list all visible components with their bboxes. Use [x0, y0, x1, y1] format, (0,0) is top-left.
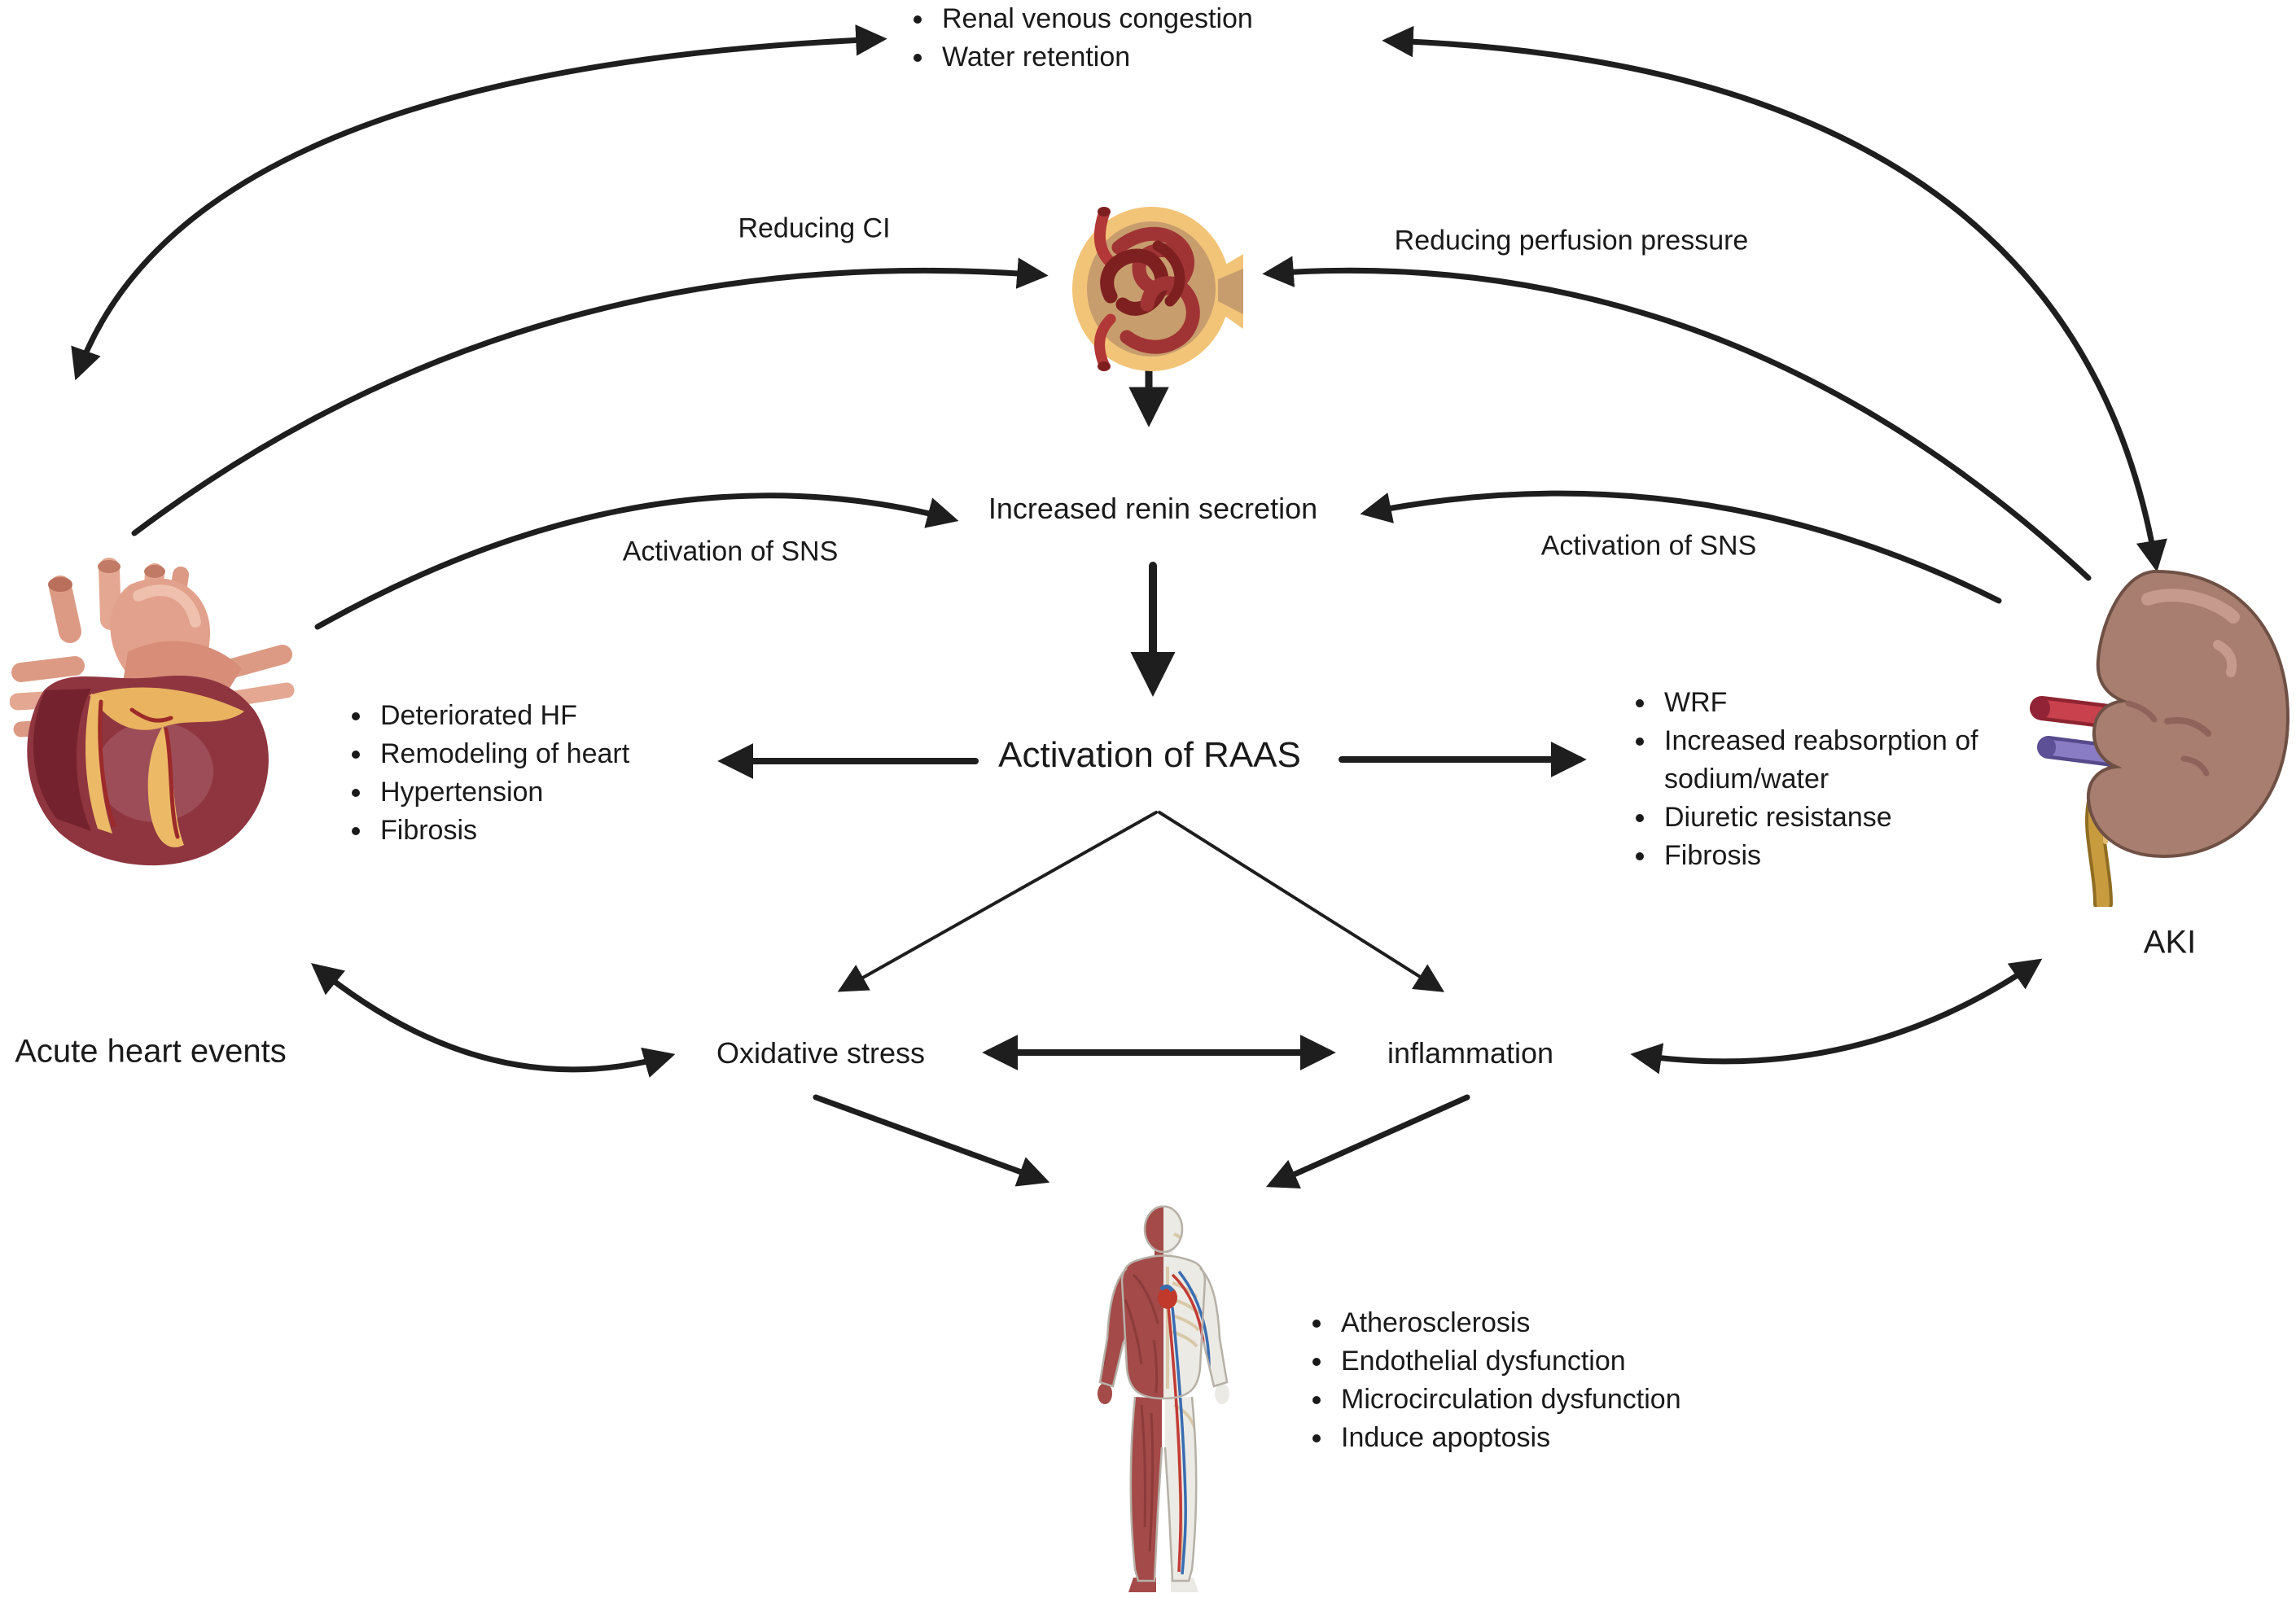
arrow-inflammation-kidney-bidirectional [1630, 958, 2043, 1075]
human-body-icon [1098, 1205, 1229, 1592]
list-item: Hypertension [374, 773, 629, 812]
sns-right-label: Activation of SNS [1540, 530, 1757, 562]
list-item: Increased reabsorption of sodium/water [1658, 722, 2024, 799]
list-item: Fibrosis [374, 812, 629, 850]
list-item: Atherosclerosis [1334, 1304, 1681, 1342]
arrow-raas-oxidative-stress [837, 811, 1158, 992]
oxidative-stress-node: Oxidative stress [716, 1036, 926, 1070]
glomerulus-icon [1072, 207, 1243, 371]
list-item: WRF [1658, 684, 2024, 722]
list-item: Deteriorated HF [374, 697, 629, 735]
arrow-heart-congestion-bidirectional [71, 24, 887, 381]
arrow-oxidative-body [813, 1094, 1050, 1187]
systemic-effects-list: Atherosclerosis Endothelial dysfunction … [1299, 1304, 1681, 1457]
arrow-heart-oxidative-bidirectional [311, 963, 676, 1078]
aki-caption: AKI [2143, 924, 2197, 961]
list-item: Induce apoptosis [1334, 1419, 1681, 1457]
arrow-reducing-ci [131, 257, 1049, 536]
heart-icon [10, 558, 295, 866]
arrow-raas-inflammation [1158, 811, 1445, 992]
arrow-reducing-perfusion-pressure [1262, 256, 2092, 581]
renin-node: Increased renin secretion [988, 492, 1318, 525]
list-item: Microcirculation dysfunction [1334, 1381, 1681, 1419]
reducing-perfusion-label: Reducing perfusion pressure [1394, 225, 1749, 256]
sns-left-label: Activation of SNS [622, 536, 839, 567]
list-item: Diuretic resistanse [1658, 799, 2024, 837]
list-item: Water retention [935, 38, 1253, 77]
list-item: Renal venous congestion [935, 0, 1253, 38]
arrow-inflammation-body [1265, 1094, 1470, 1189]
kidney-icon [2030, 569, 2290, 907]
inflammation-node: inflammation [1387, 1036, 1554, 1070]
list-item: Fibrosis [1658, 837, 2024, 875]
arrow-sns-right [1360, 490, 2002, 604]
arrow-kidney-congestion-bidirectional [1382, 25, 2167, 572]
list-item: Endothelial dysfunction [1334, 1342, 1681, 1381]
renal-congestion-list: Renal venous congestion Water retention [900, 0, 1253, 77]
arrow-sns-left [314, 492, 959, 630]
kidney-effects-list: WRF Increased reabsorption of sodium/wat… [1622, 684, 2024, 875]
heart-effects-list: Deteriorated HF Remodeling of heart Hype… [338, 697, 629, 850]
reducing-ci-label: Reducing CI [738, 212, 891, 244]
acute-heart-events-caption: Acute heart events [15, 1033, 287, 1070]
list-item: Remodeling of heart [374, 735, 629, 773]
raas-node: Activation of RAAS [998, 735, 1301, 775]
